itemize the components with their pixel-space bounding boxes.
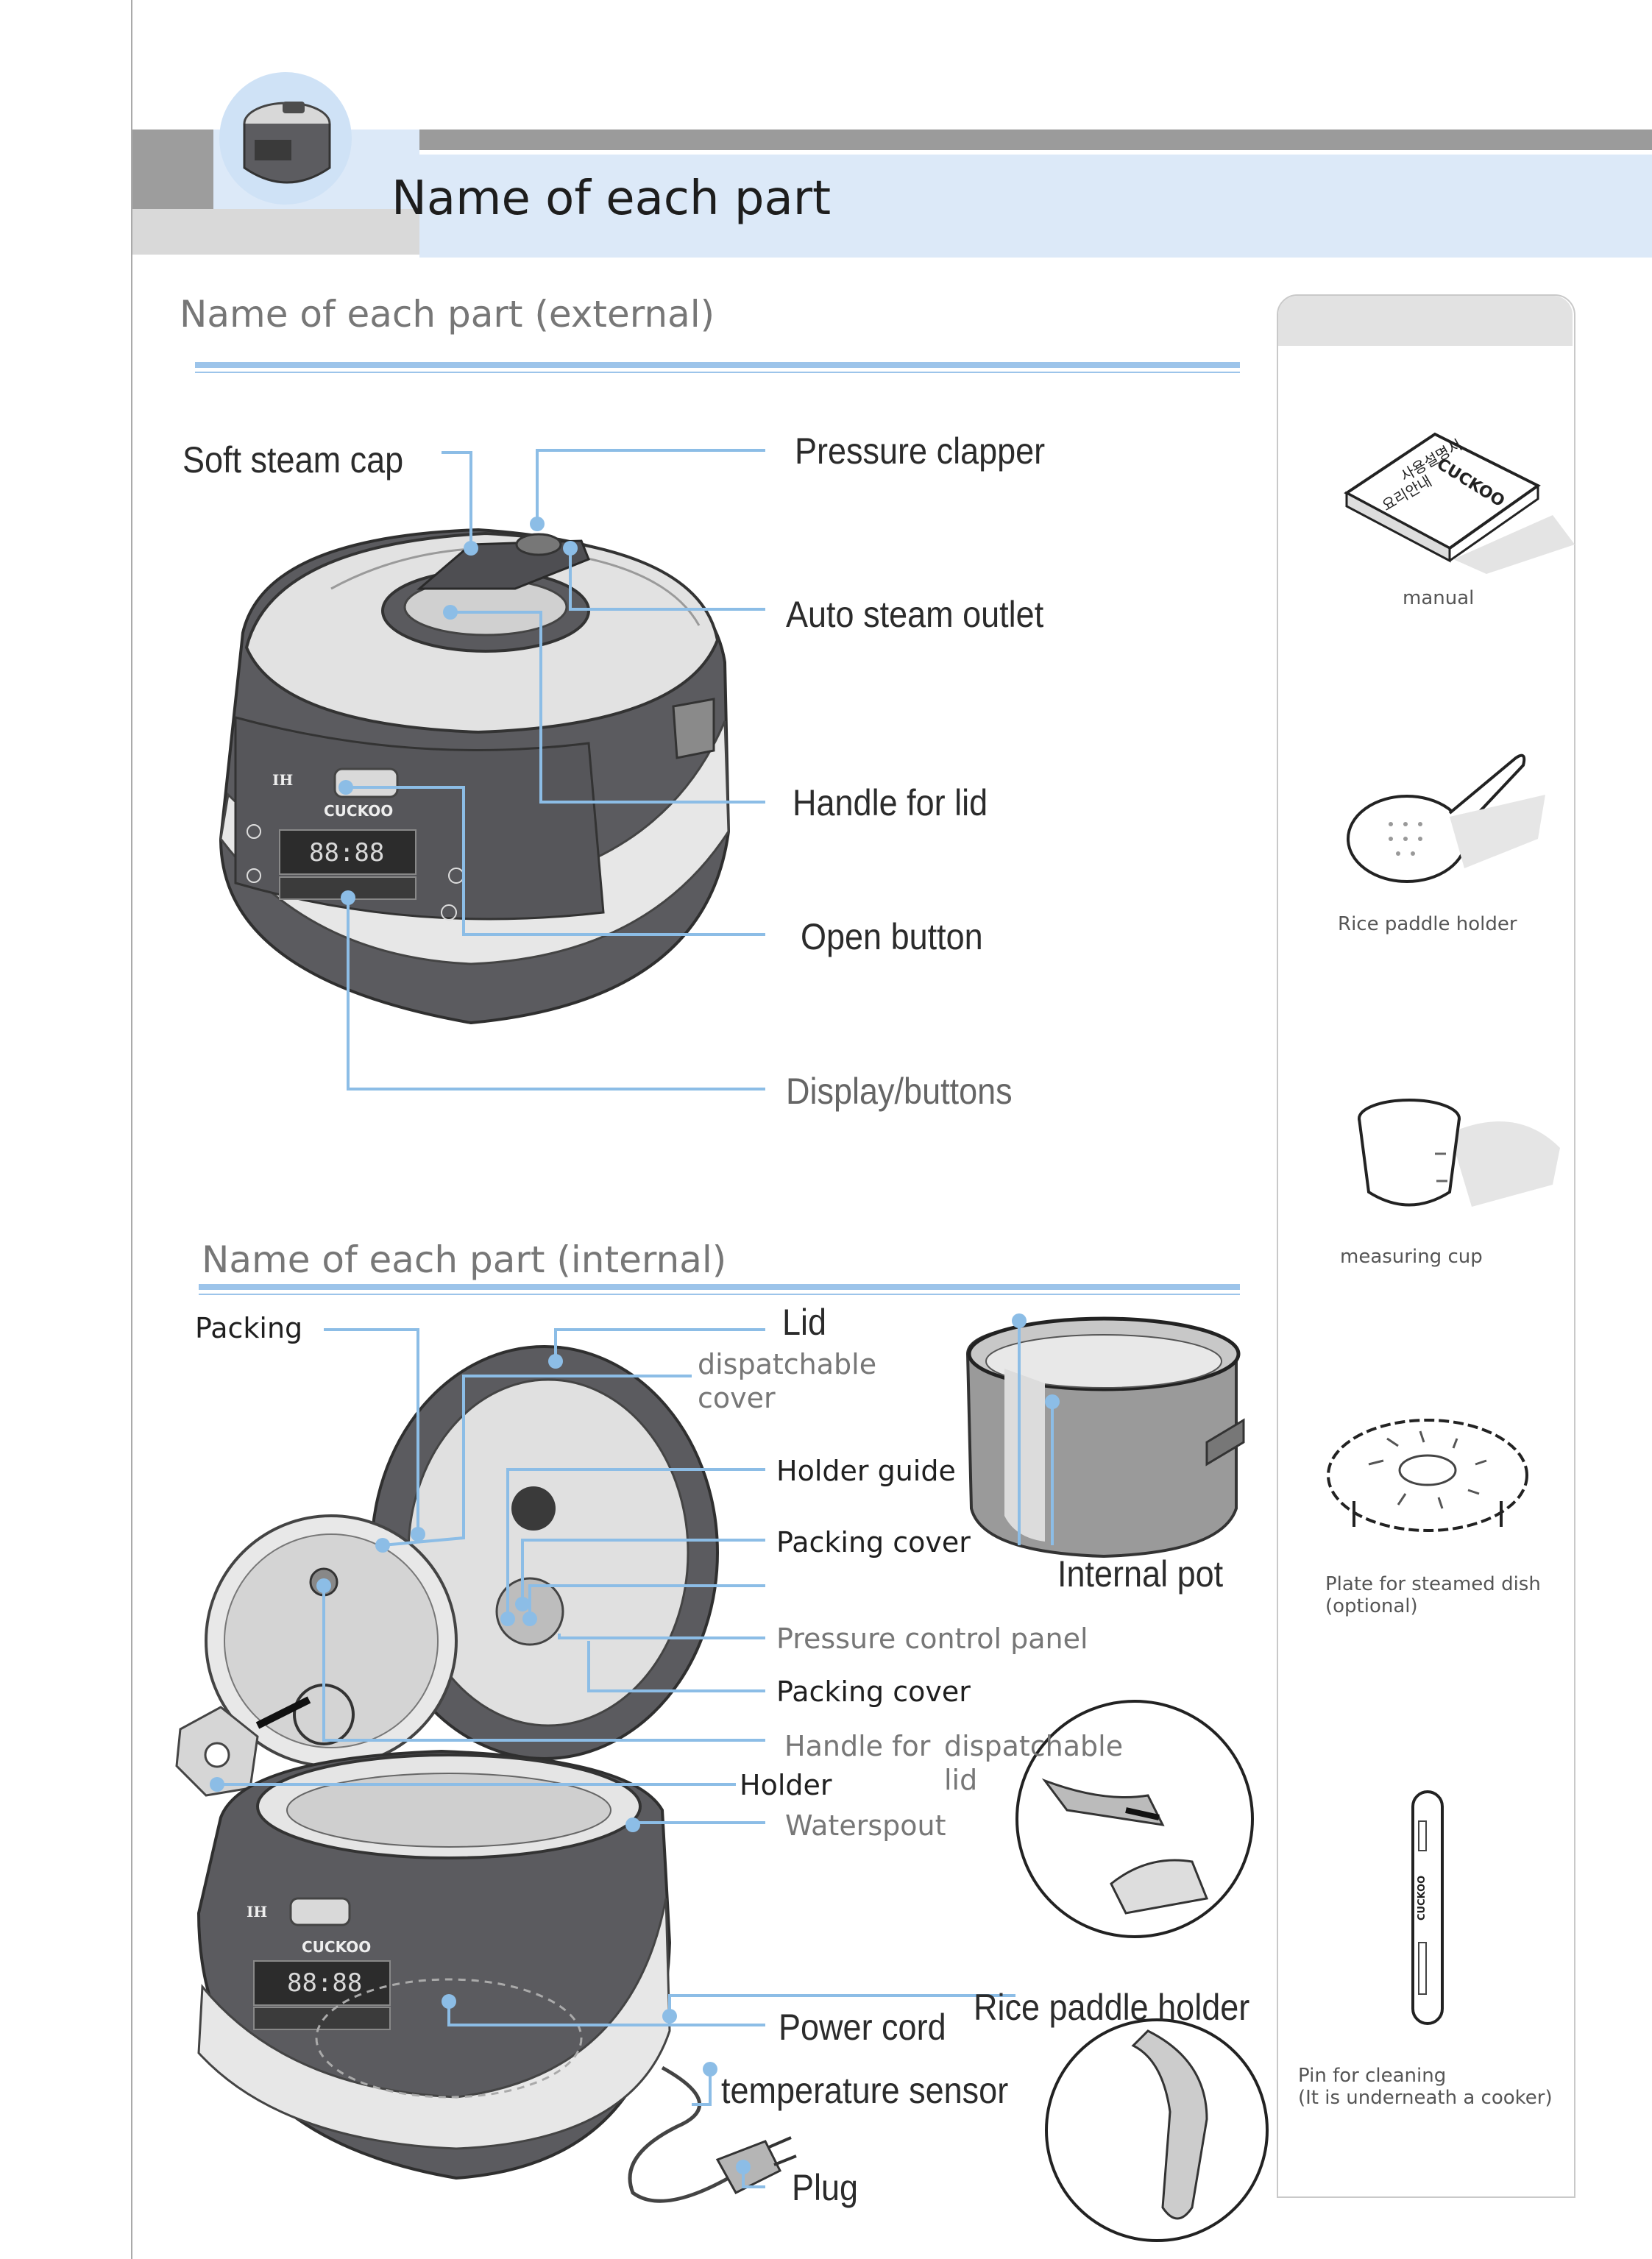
caption-manual: manual [1403, 587, 1475, 609]
accessories-panel-header [1278, 296, 1573, 346]
caption-steamed-dish-2: (optional) [1325, 1595, 1418, 1617]
label-packing-cover-1: Packing cover [776, 1526, 971, 1558]
label-pressure-clapper: Pressure clapper [795, 430, 1046, 472]
external-heading-rule-thin [195, 372, 1240, 373]
label-waterspout: Waterspout [785, 1809, 946, 1842]
internal-heading-rule [199, 1284, 1240, 1290]
label-lid: Lid [782, 1302, 827, 1343]
label-internal-pot: Internal pot [1057, 1553, 1224, 1595]
label-dispatchable-cover-1: dispatchable [698, 1348, 877, 1380]
caption-pin-for-cleaning-1: Pin for cleaning [1298, 2065, 1447, 2087]
label-dispatchable-lid-1: dispatchable [944, 1730, 1124, 1762]
label-handle-for: Handle for [784, 1730, 931, 1762]
header-light-block [132, 209, 419, 255]
label-holder: Holder [740, 1769, 832, 1801]
cooker-brand-external: CUCKOO [324, 802, 394, 820]
label-display-buttons: Display/buttons [786, 1071, 1013, 1112]
external-heading-rule [195, 362, 1240, 368]
display-digits-external: 88:88 [309, 838, 385, 868]
thumbnail-cooker-icon [243, 102, 331, 184]
header-gray-bar [419, 130, 1652, 150]
label-auto-steam-outlet: Auto steam outlet [786, 594, 1044, 635]
label-rice-paddle-holder-internal: Rice paddle holder [974, 1987, 1250, 2028]
label-packing-cover-2: Packing cover [776, 1675, 971, 1708]
label-power-cord: Power cord [779, 2007, 946, 2048]
header-thumbnail-circle [219, 72, 352, 205]
label-packing: Packing [195, 1312, 303, 1344]
caption-rice-paddle-holder: Rice paddle holder [1338, 913, 1517, 935]
label-holder-guide: Holder guide [776, 1455, 956, 1487]
label-pressure-control-panel: Pressure control panel [776, 1623, 1088, 1655]
internal-heading: Name of each part (internal) [202, 1238, 727, 1281]
caption-steamed-dish-1: Plate for steamed dish [1325, 1573, 1541, 1595]
external-heading: Name of each part (external) [180, 293, 715, 336]
caption-pin-for-cleaning-2: (It is underneath a cooker) [1298, 2087, 1553, 2109]
label-handle-for-lid: Handle for lid [793, 782, 988, 823]
header-blue-band [419, 155, 1652, 258]
page-title: Name of each part [391, 171, 832, 226]
header-gray-block-left [132, 130, 213, 209]
label-open-button: Open button [801, 916, 983, 957]
ih-mark: IH [272, 771, 294, 789]
pin-brand: CUCKOO [1417, 1875, 1428, 1921]
page-margin-rule [131, 0, 132, 2259]
internal-heading-rule-thin [199, 1294, 1240, 1295]
label-plug: Plug [792, 2167, 859, 2208]
label-temperature-sensor: temperature sensor [721, 2070, 1009, 2111]
label-soft-steam-cap: Soft steam cap [182, 439, 404, 480]
label-dispatchable-cover-2: cover [698, 1382, 776, 1414]
label-dispatchable-lid-2: lid [944, 1764, 978, 1796]
display-digits-internal: 88:88 [287, 1968, 363, 1998]
caption-measuring-cup: measuring cup [1340, 1246, 1483, 1268]
ih-mark-internal: IH [247, 1903, 268, 1921]
cooker-brand-internal: CUCKOO [302, 1938, 372, 1956]
